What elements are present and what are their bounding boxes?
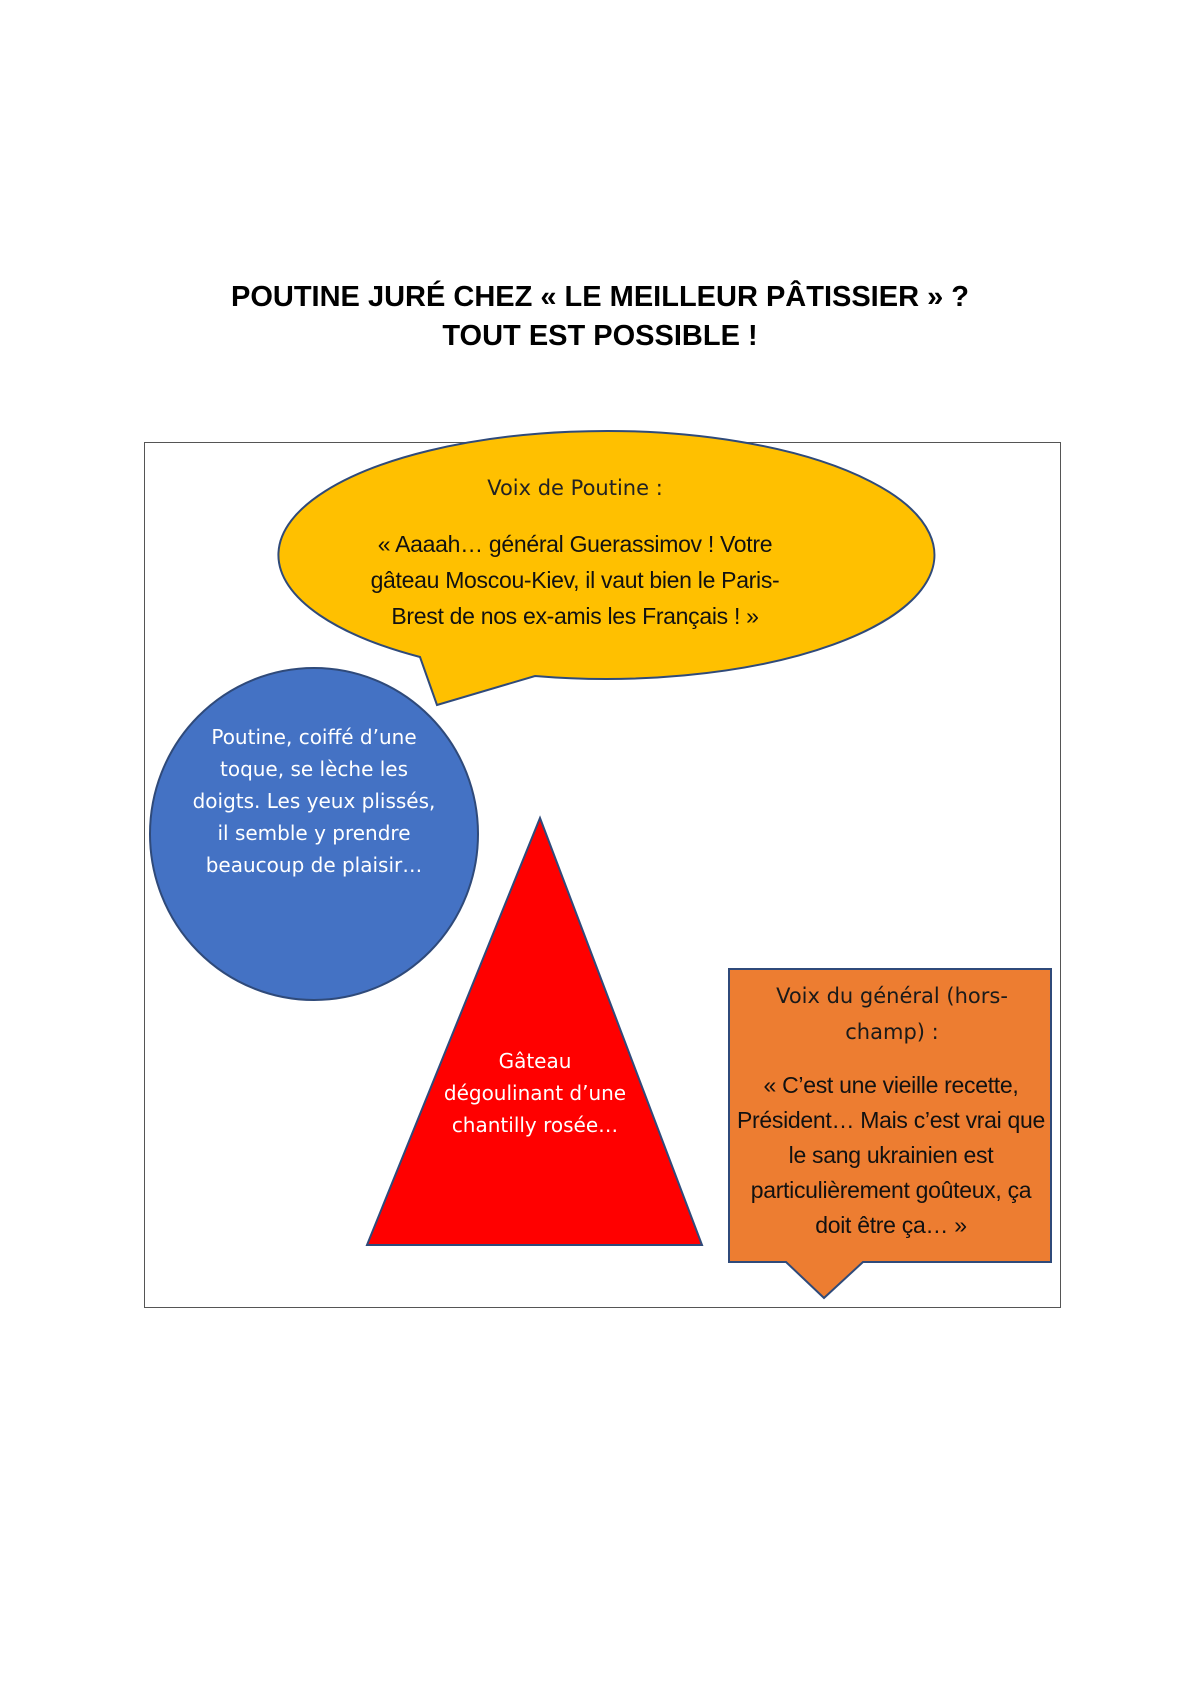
callout-box-text: « C’est une vieille recette, Président… … [736, 1072, 1045, 1238]
callout-box-heading: Voix du général (hors-champ) : [776, 984, 1008, 1044]
red-triangle [365, 815, 704, 1246]
document-title-line-2: TOUT EST POSSIBLE ! [442, 320, 758, 352]
speech-bubble-text: « Aaaah… général Guerassimov ! Votre gât… [370, 531, 780, 629]
blue-circle [149, 667, 479, 1001]
speech-bubble [277, 430, 936, 707]
document-title-line-1: POUTINE JURÉ CHEZ « LE MEILLEUR PÂTISSIE… [231, 281, 969, 313]
circle-text: Poutine, coiffé d’une toque, se lèche le… [192, 725, 436, 877]
speech-bubble-heading: Voix de Poutine : [487, 476, 663, 500]
triangle-text: Gâteau dégoulinant d’une chantilly rosée… [443, 1049, 627, 1137]
orange-callout-box [728, 968, 1052, 1300]
